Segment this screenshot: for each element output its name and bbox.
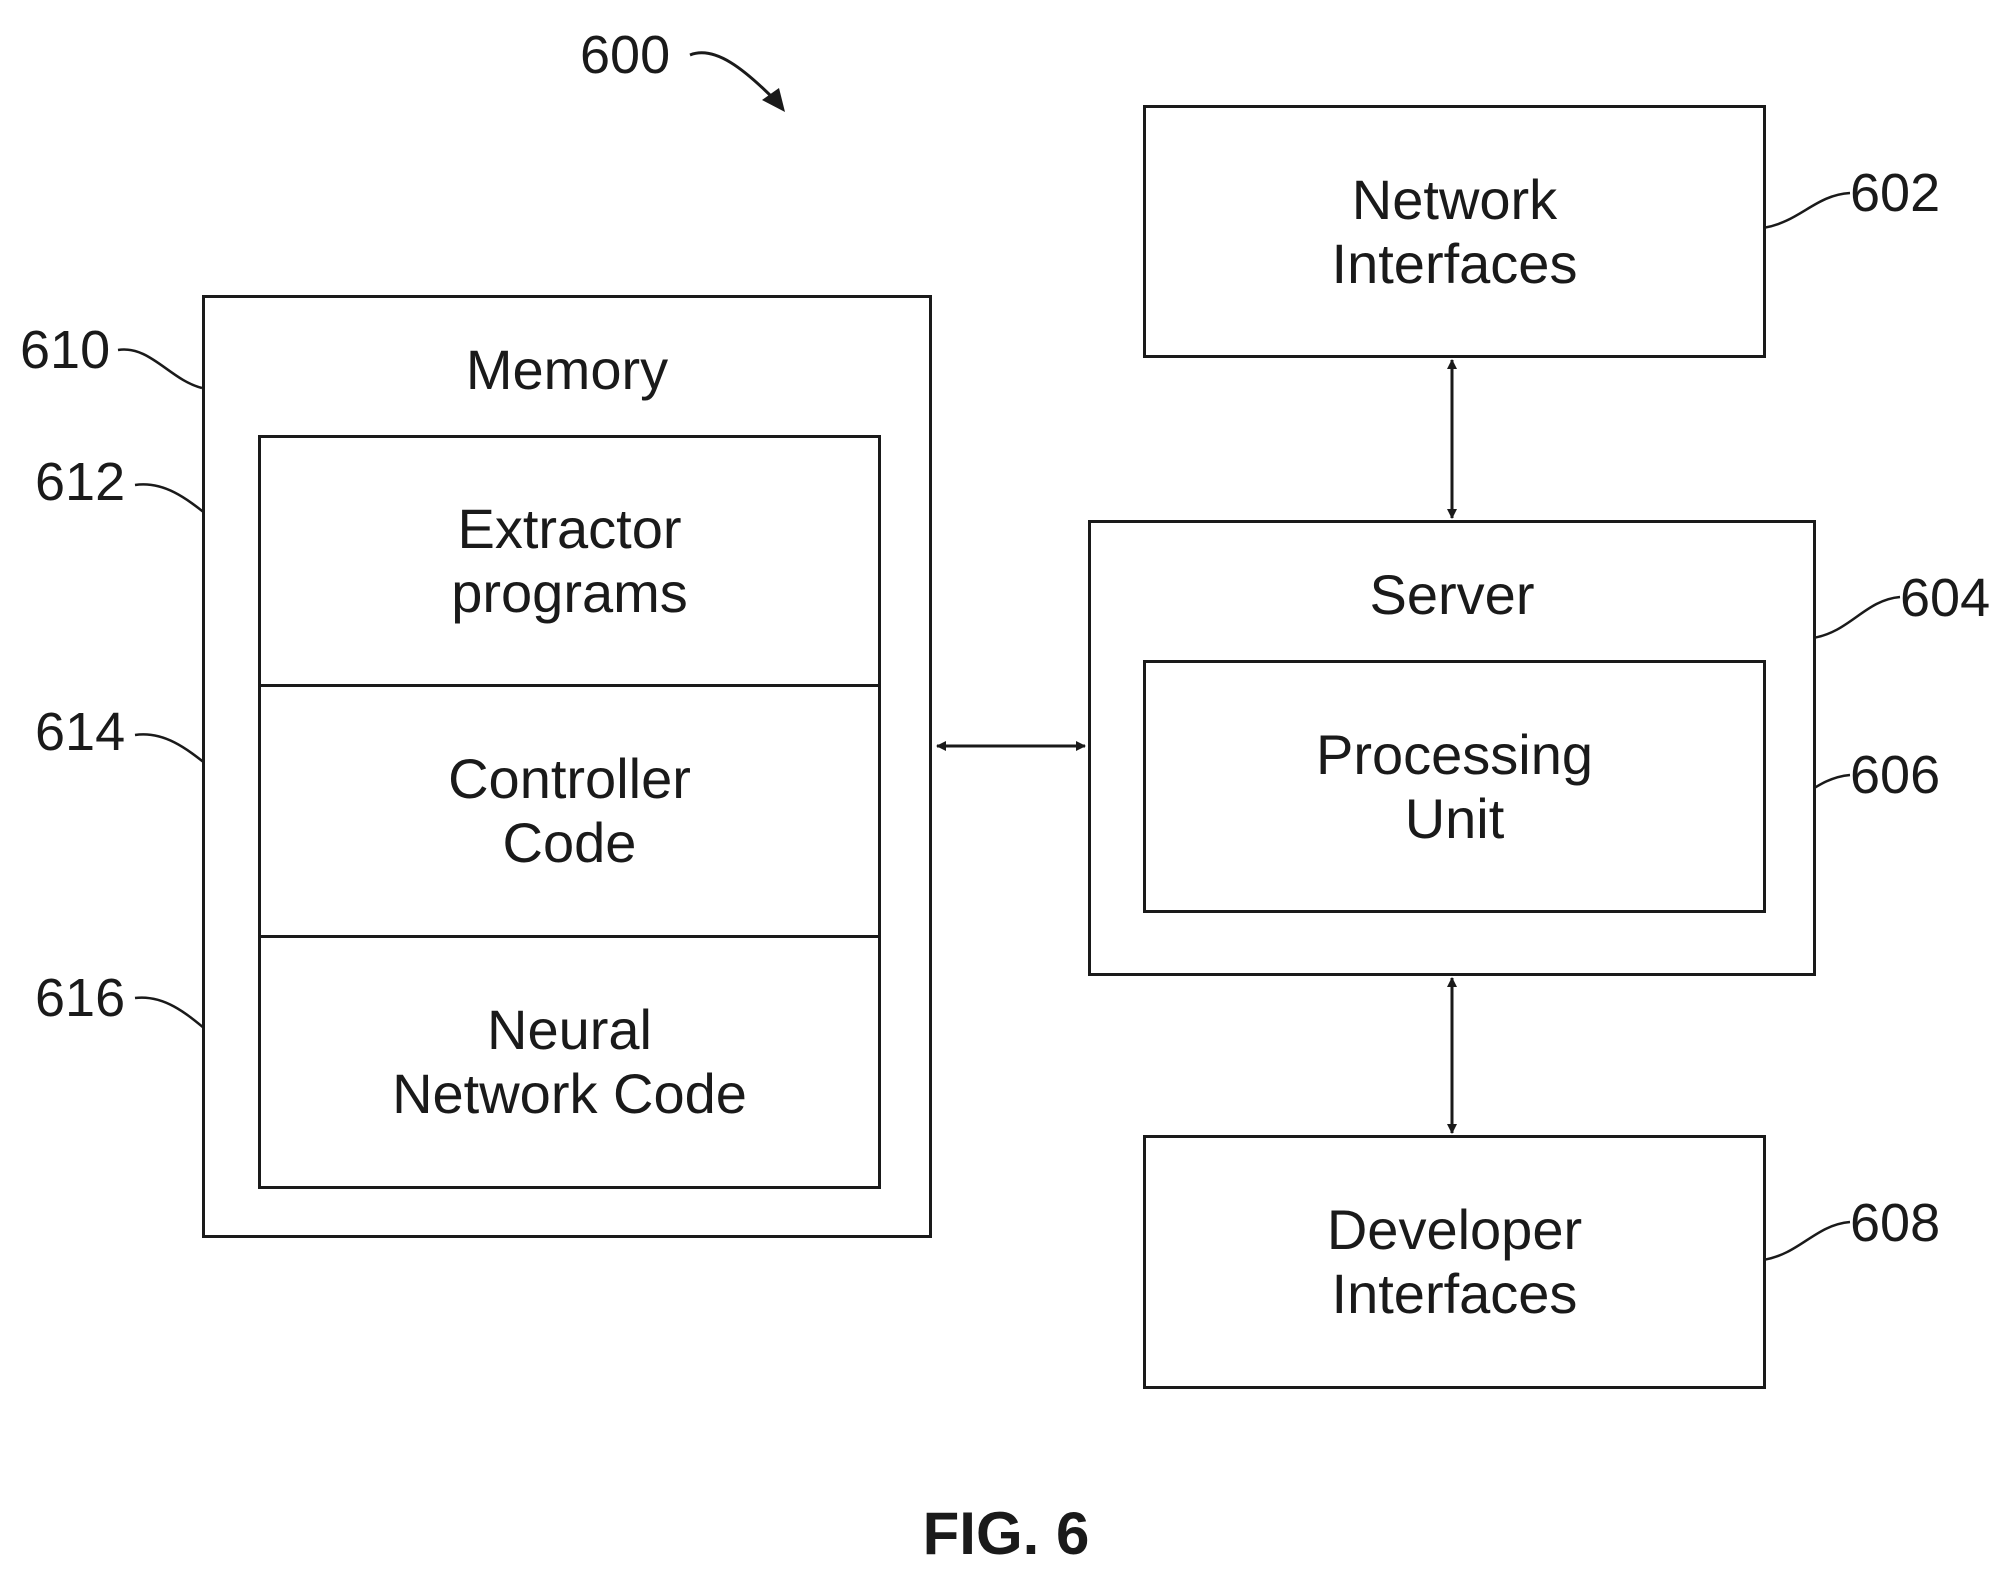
memory-ref: 610 xyxy=(20,320,110,380)
extractor-programs-label: Extractor programs xyxy=(261,438,878,684)
network-interfaces-block: Network Interfaces xyxy=(1143,105,1766,358)
ref-610-leader xyxy=(118,350,202,388)
figure-ref-arrow xyxy=(690,53,775,100)
processing-unit-ref: 606 xyxy=(1850,745,1940,805)
network-interfaces-label: Network Interfaces xyxy=(1146,108,1763,355)
memory-title: Memory xyxy=(205,338,929,402)
developer-interfaces-label: Developer Interfaces xyxy=(1146,1138,1763,1386)
network-interfaces-ref: 602 xyxy=(1850,163,1940,223)
neural-network-code-ref: 616 xyxy=(35,968,125,1028)
controller-code-ref: 614 xyxy=(35,702,125,762)
developer-interfaces-ref: 608 xyxy=(1850,1193,1940,1253)
controller-code-module: Controller Code xyxy=(258,684,881,938)
neural-network-code-module: Neural Network Code xyxy=(258,935,881,1189)
developer-interfaces-block: Developer Interfaces xyxy=(1143,1135,1766,1389)
figure-ref-label: 600 xyxy=(580,25,670,85)
processing-unit-label: Processing Unit xyxy=(1146,663,1763,910)
figure-caption: FIG. 6 xyxy=(0,1500,2012,1568)
server-title: Server xyxy=(1091,563,1813,627)
ref-602-leader xyxy=(1763,193,1850,228)
extractor-programs-module: Extractor programs xyxy=(258,435,881,687)
ref-608-leader xyxy=(1763,1222,1850,1260)
controller-code-label: Controller Code xyxy=(261,687,878,935)
extractor-programs-ref: 612 xyxy=(35,452,125,512)
processing-unit-block: Processing Unit xyxy=(1143,660,1766,913)
ref-604-leader xyxy=(1813,597,1900,638)
server-ref: 604 xyxy=(1900,568,1990,628)
neural-network-code-label: Neural Network Code xyxy=(261,938,878,1186)
